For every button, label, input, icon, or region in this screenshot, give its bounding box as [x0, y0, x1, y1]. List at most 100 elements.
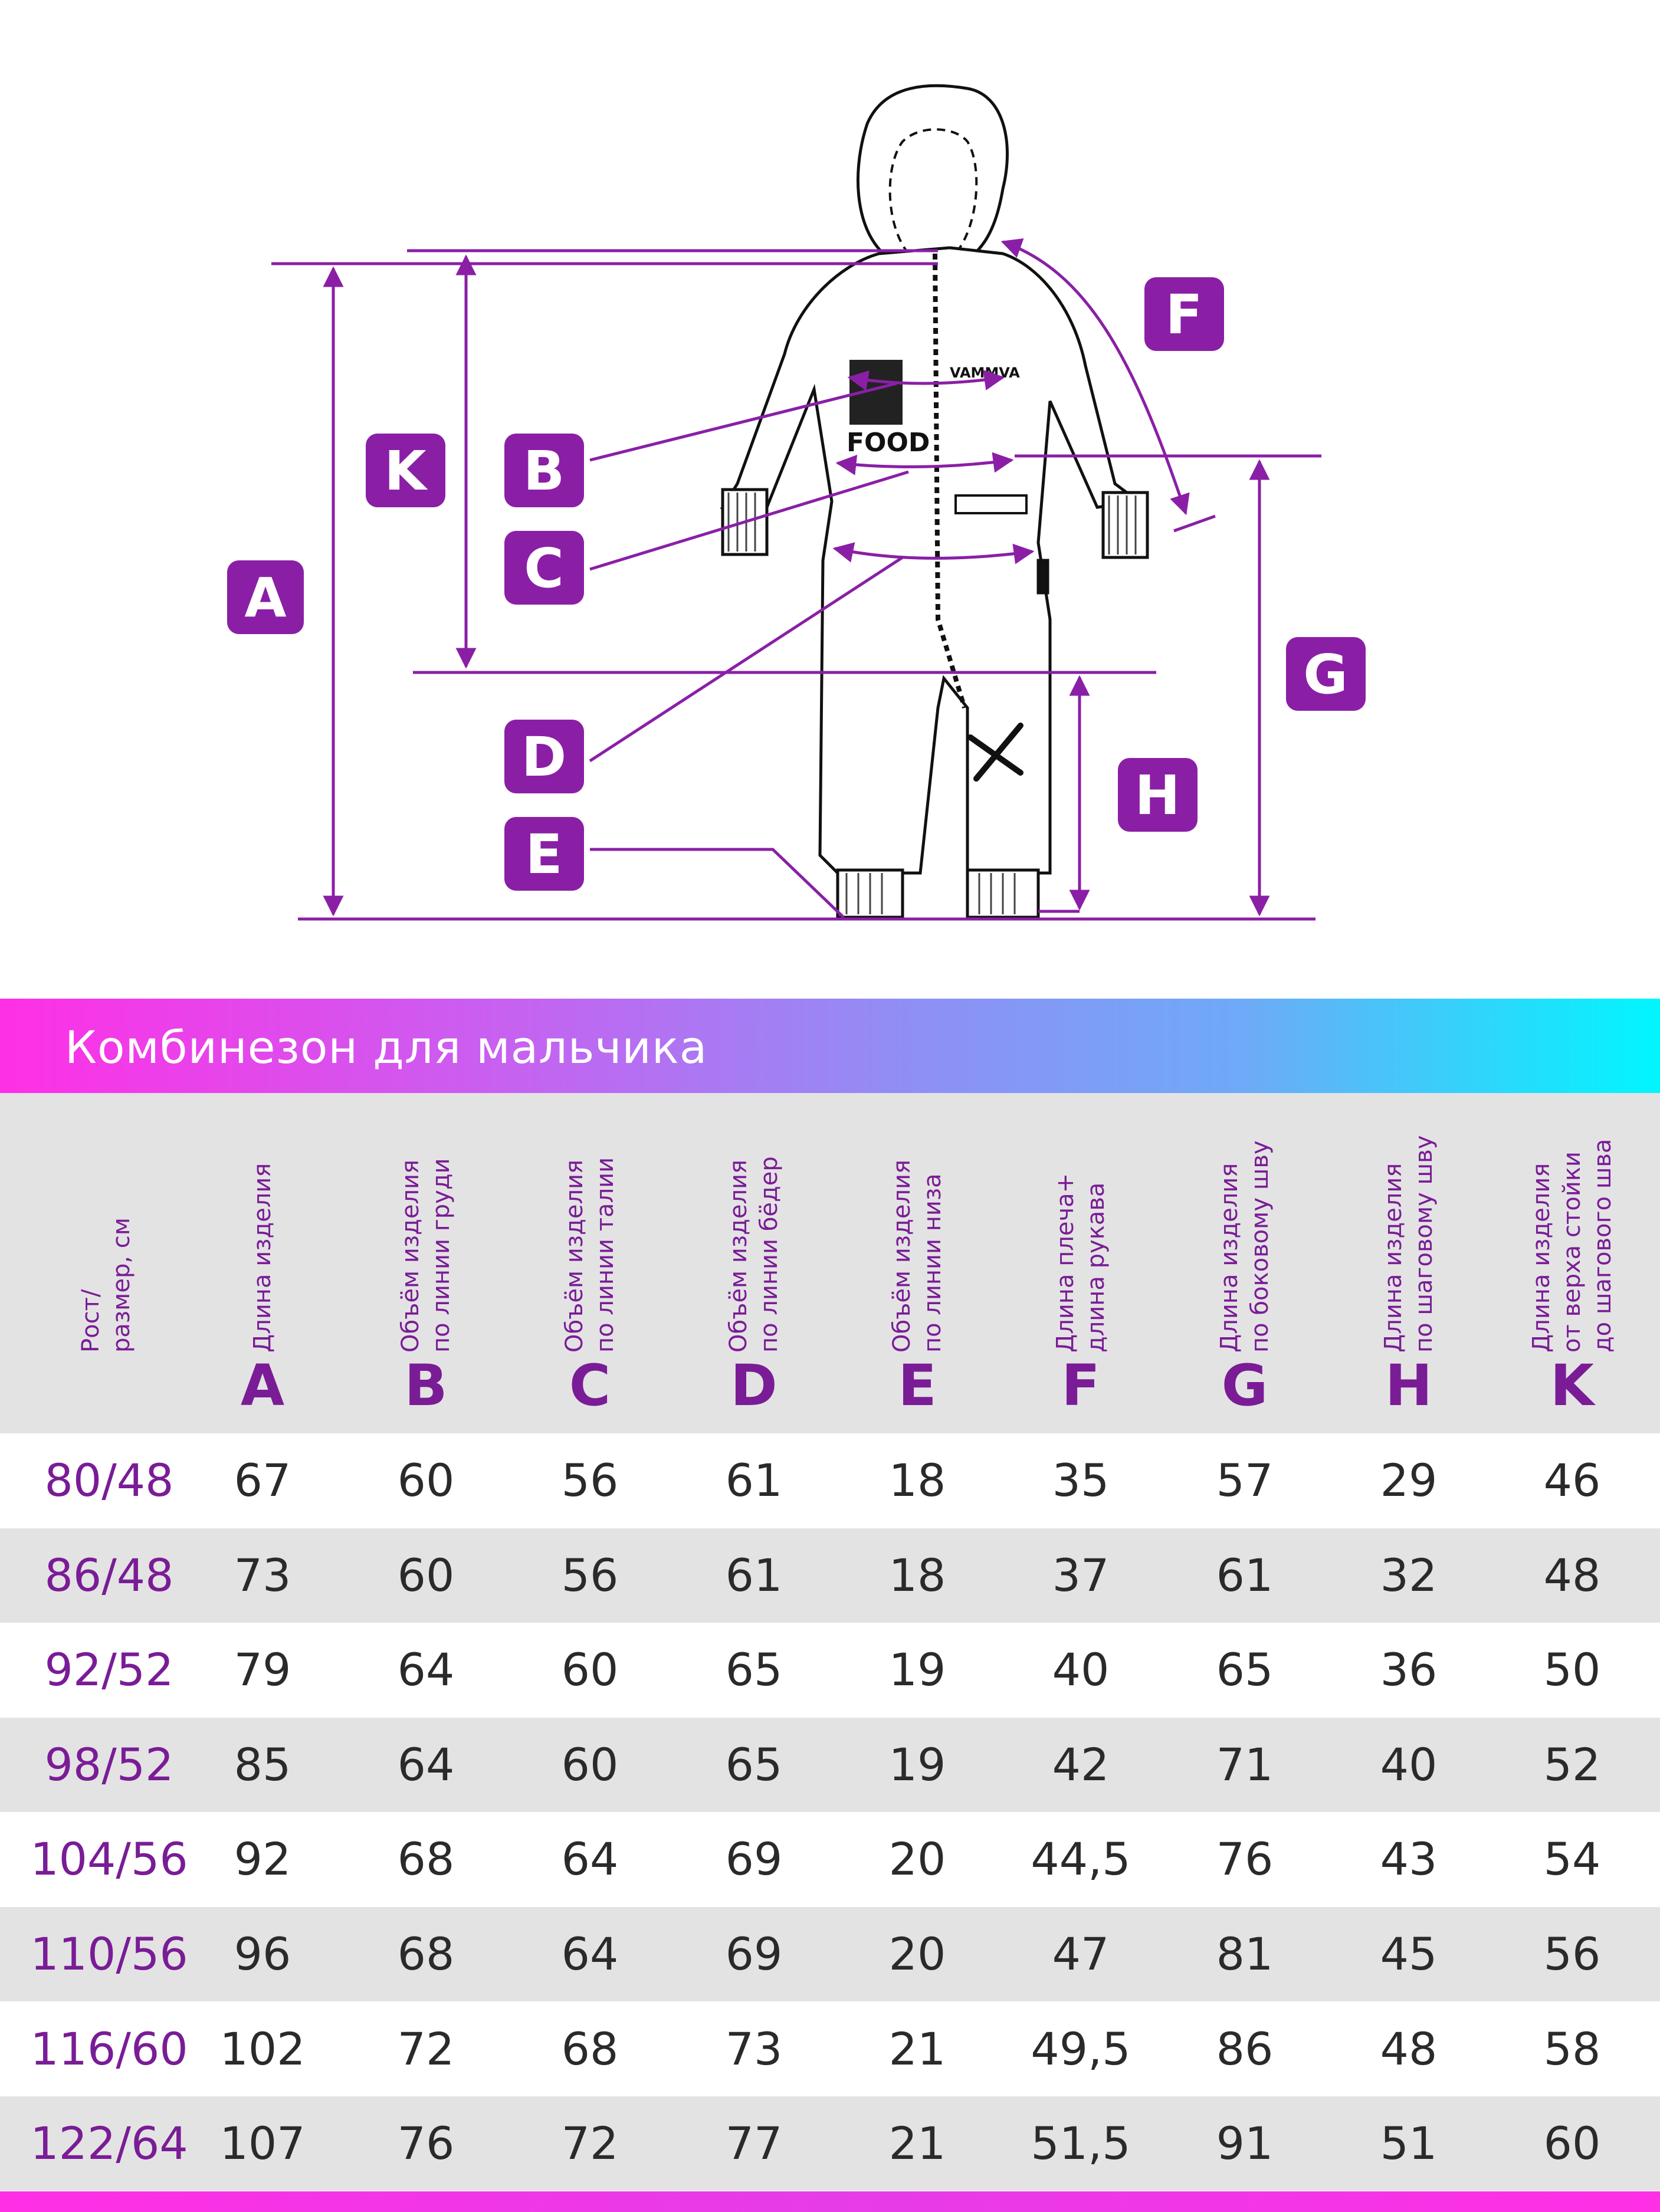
label-e: E — [504, 817, 584, 891]
value-cell-e: 19 — [888, 1643, 946, 1696]
value-cell-c: 64 — [561, 1833, 619, 1885]
table-title-bar: Комбинезон для мальчика — [0, 999, 1660, 1093]
value-cell-e: 18 — [888, 1454, 946, 1507]
value-cell-k: 60 — [1543, 2117, 1601, 2170]
value-cell-k: 54 — [1543, 1833, 1601, 1885]
size-cell: 104/56 — [30, 1833, 188, 1885]
header-label-b: Объём изделия по линии груди — [397, 1158, 455, 1353]
bottom-accent-bar — [0, 2191, 1660, 2212]
value-cell-d: 61 — [725, 1549, 783, 1601]
arrow-f — [1000, 238, 1190, 516]
label-a-text: A — [244, 566, 286, 629]
value-cell-c: 64 — [561, 1928, 619, 1980]
value-cell-b: 60 — [397, 1454, 455, 1507]
value-cell-a: 96 — [234, 1928, 291, 1980]
header-label-k: Длина изделия от верха стойки до шаговог… — [1528, 1138, 1616, 1353]
header-letter-d: D — [730, 1353, 777, 1419]
header-letter-b: B — [404, 1353, 448, 1419]
value-cell-d: 65 — [725, 1643, 783, 1696]
value-cell-d: 61 — [725, 1454, 783, 1507]
value-cell-e: 19 — [888, 1738, 946, 1791]
value-cell-c: 56 — [561, 1454, 619, 1507]
value-cell-k: 56 — [1543, 1928, 1601, 1980]
value-cell-e: 20 — [888, 1833, 946, 1885]
value-cell-h: 51 — [1380, 2117, 1438, 2170]
header-label-c: Объём изделия по линии талии — [561, 1157, 619, 1353]
value-cell-d: 69 — [725, 1928, 783, 1980]
value-cell-h: 43 — [1380, 1833, 1438, 1885]
header-size-label: Рост/ размер, см — [77, 1217, 135, 1353]
value-cell-b: 64 — [397, 1643, 455, 1696]
value-cell-g: 76 — [1216, 1833, 1274, 1885]
label-b-text: B — [523, 439, 565, 503]
label-h-text: H — [1135, 764, 1180, 827]
size-cell: 86/48 — [44, 1549, 174, 1601]
value-cell-d: 77 — [725, 2117, 783, 2170]
header-label-d: Объём изделия по линии бёдер — [725, 1156, 783, 1353]
header-letter-e: E — [898, 1353, 937, 1419]
value-cell-h: 36 — [1380, 1643, 1438, 1696]
value-cell-h: 40 — [1380, 1738, 1438, 1791]
value-cell-b: 68 — [397, 1833, 455, 1885]
value-cell-b: 72 — [397, 2023, 455, 2075]
value-cell-a: 85 — [234, 1738, 291, 1791]
header-letter-k: K — [1550, 1353, 1595, 1419]
value-cell-c: 72 — [561, 2117, 619, 2170]
hood-inner — [888, 128, 978, 255]
value-cell-d: 65 — [725, 1738, 783, 1791]
value-cell-f: 40 — [1052, 1643, 1110, 1696]
label-c: C — [504, 531, 584, 605]
value-cell-g: 65 — [1216, 1643, 1274, 1696]
size-cell: 92/52 — [44, 1643, 174, 1696]
value-cell-e: 21 — [888, 2023, 946, 2075]
label-f-text: F — [1166, 283, 1203, 346]
jumpsuit-drawing — [720, 84, 1149, 919]
label-k: K — [366, 434, 445, 507]
arrow-d — [832, 542, 1035, 565]
label-d: D — [504, 720, 584, 793]
body — [720, 246, 1143, 875]
size-cell: 110/56 — [30, 1928, 188, 1980]
value-cell-f: 49,5 — [1031, 2023, 1131, 2075]
size-cell: 122/64 — [30, 2117, 188, 2170]
label-b: B — [504, 434, 584, 507]
value-cell-h: 29 — [1380, 1454, 1438, 1507]
value-cell-g: 57 — [1216, 1454, 1274, 1507]
header-label-h: Длина изделия по шаговому шву — [1380, 1135, 1438, 1353]
header-size: Рост/ размер, см — [27, 1093, 186, 1433]
value-cell-g: 91 — [1216, 2117, 1274, 2170]
label-g: G — [1286, 637, 1366, 711]
value-cell-f: 42 — [1052, 1738, 1110, 1791]
value-cell-h: 32 — [1380, 1549, 1438, 1601]
size-cell: 80/48 — [44, 1454, 174, 1507]
value-cell-h: 48 — [1380, 2023, 1438, 2075]
value-cell-d: 69 — [725, 1833, 783, 1885]
value-cell-e: 20 — [888, 1928, 946, 1980]
value-cell-a: 92 — [234, 1833, 291, 1885]
value-cell-a: 102 — [219, 2023, 306, 2075]
arrow-b — [847, 370, 1005, 391]
value-cell-c: 60 — [561, 1738, 619, 1791]
label-h: H — [1118, 758, 1198, 832]
value-cell-h: 45 — [1380, 1928, 1438, 1980]
value-cell-c: 56 — [561, 1549, 619, 1601]
table-title: Комбинезон для мальчика — [65, 1021, 708, 1074]
value-cell-k: 50 — [1543, 1643, 1601, 1696]
label-f: F — [1144, 277, 1224, 351]
value-cell-a: 73 — [234, 1549, 291, 1601]
measurement-lines — [271, 238, 1321, 921]
value-cell-b: 76 — [397, 2117, 455, 2170]
value-cell-f: 47 — [1052, 1928, 1110, 1980]
value-cell-a: 79 — [234, 1643, 291, 1696]
